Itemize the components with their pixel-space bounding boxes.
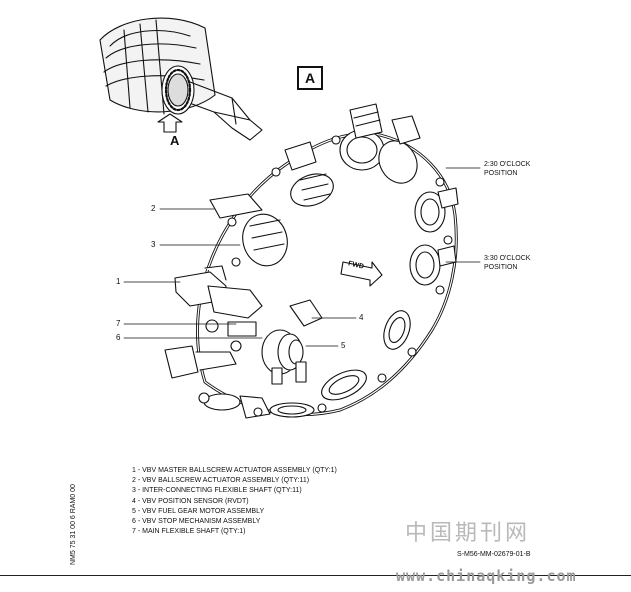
legend-item: 2 - VBV BALLSCREW ACTUATOR ASSEMBLY (QTY…: [132, 477, 310, 485]
callout-1: 1: [116, 277, 121, 286]
actuator-bottom: [269, 402, 315, 418]
actuator-top-right: [378, 115, 421, 184]
position-label-330: 3:30 O'CLOCK POSITION: [484, 254, 530, 272]
leader-lines: [123, 167, 481, 347]
callout-6: 6: [116, 333, 121, 342]
ballscrew-actuators: [198, 103, 459, 419]
parts-legend: 1 - VBV MASTER BALLSCREW ACTUATOR ASSEMB…: [132, 466, 337, 537]
position-330-line2: POSITION: [484, 264, 518, 271]
callout-3: 3: [151, 240, 156, 249]
flexible-shaft-ring: [196, 132, 458, 417]
fwd-arrow: [340, 261, 383, 287]
actuator-230: [414, 187, 459, 233]
position-330-line1: 3:30 O'CLOCK: [484, 255, 531, 262]
watermark-chinese: 中国期刊网: [405, 521, 531, 546]
position-230-line2: POSITION: [484, 170, 518, 177]
legend-item: 4 - VBV POSITION SENSOR (RVDT): [132, 497, 249, 505]
callout-5: 5: [341, 341, 346, 350]
bottom-rule: [0, 575, 631, 576]
section-view-label: A: [297, 66, 323, 90]
legend-item: 5 - VBV FUEL GEAR MOTOR ASSEMBLY: [132, 507, 265, 515]
callout-2: 2: [151, 204, 156, 213]
watermark-url: www.chinaqking.com: [396, 567, 577, 585]
position-label-230: 2:30 O'CLOCK POSITION: [484, 160, 530, 178]
harness-clamps: [227, 135, 453, 417]
master-actuator-cluster: [164, 265, 323, 385]
callout-4: 4: [359, 313, 364, 322]
actuator-callout-2: [209, 193, 288, 267]
legend-item: 7 - MAIN FLEXIBLE SHAFT (QTY:1): [132, 528, 246, 536]
engine-inset: [99, 17, 263, 141]
callout-7: 7: [116, 319, 121, 328]
actuator-top: [339, 103, 385, 171]
actuator-330: [409, 244, 457, 286]
actuator-upper-left: [284, 141, 334, 207]
legend-item: 1 - VBV MASTER BALLSCREW ACTUATOR ASSEMB…: [132, 467, 337, 474]
legend-item: 6 - VBV STOP MECHANISM ASSEMBLY: [132, 518, 261, 526]
drawing-reference: S-M56-MM-02679-01-B: [457, 551, 531, 558]
side-reference: NM5 75 31 00 6 RAM0 00: [70, 484, 77, 565]
position-230-line1: 2:30 O'CLOCK: [484, 161, 531, 168]
actuator-bottom-right: [321, 369, 367, 401]
view-arrow-label: A: [170, 133, 180, 148]
actuator-right-lower: [383, 310, 411, 350]
legend-item: 3 - INTER-CONNECTING FLEXIBLE SHAFT (QTY…: [132, 487, 302, 495]
